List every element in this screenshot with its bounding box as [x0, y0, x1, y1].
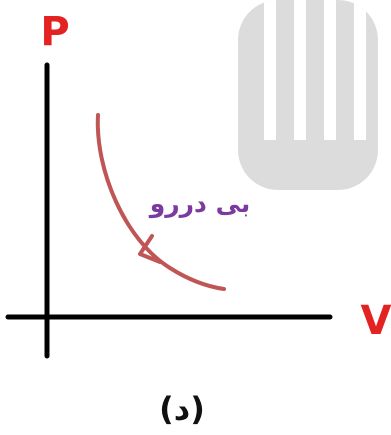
process-label: بی دررو [148, 189, 251, 219]
figure-caption: (د) [159, 390, 205, 428]
background-fork-gap [324, 0, 336, 140]
background-fork-shape [238, 0, 378, 190]
background-fork-gap [294, 0, 306, 140]
background-fork-gap [264, 0, 276, 140]
y-axis-label: P [40, 9, 69, 55]
background-fork-gap [354, 0, 366, 140]
x-axis-label: V [361, 298, 391, 344]
